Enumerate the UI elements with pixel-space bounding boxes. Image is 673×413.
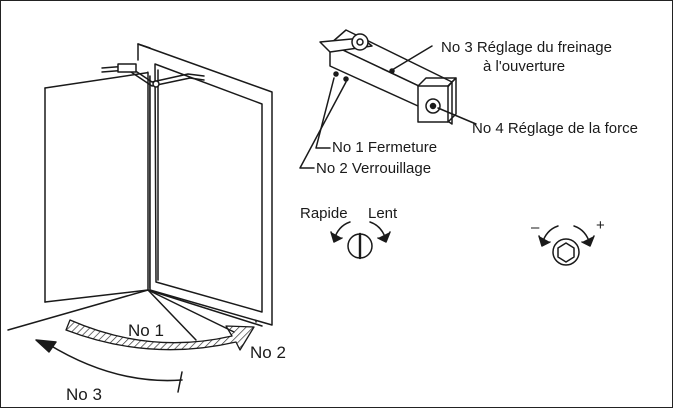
- floor-right-edge: [147, 289, 263, 327]
- speed-valve-symbol: [330, 221, 391, 260]
- label-force: No 4 Réglage de la force: [472, 120, 638, 137]
- label-rapide: Rapide: [300, 205, 348, 222]
- hatched-closing-arrow: [65, 319, 255, 351]
- label-no3: No 3: [66, 385, 102, 404]
- label-freinage-line1: No 3 Réglage du freinage: [441, 39, 612, 56]
- floor-left-edge: [7, 289, 149, 331]
- floor-line-back: [44, 289, 149, 303]
- label-fermeture: No 1 Fermeture: [332, 139, 437, 156]
- opening-arc-arrow: [47, 343, 183, 382]
- label-plus: +: [596, 217, 605, 234]
- label-freinage-line2: à l'ouverture: [483, 58, 565, 75]
- door-closer-detail: [299, 29, 477, 169]
- force-adjust-symbol: [538, 225, 595, 266]
- label-lent: Lent: [368, 205, 398, 222]
- label-verrouillage: No 2 Verrouillage: [316, 160, 431, 177]
- label-minus: –: [531, 219, 540, 236]
- label-no1: No 1: [128, 321, 164, 340]
- label-no2: No 2: [250, 343, 286, 362]
- door-illustration: [7, 43, 273, 341]
